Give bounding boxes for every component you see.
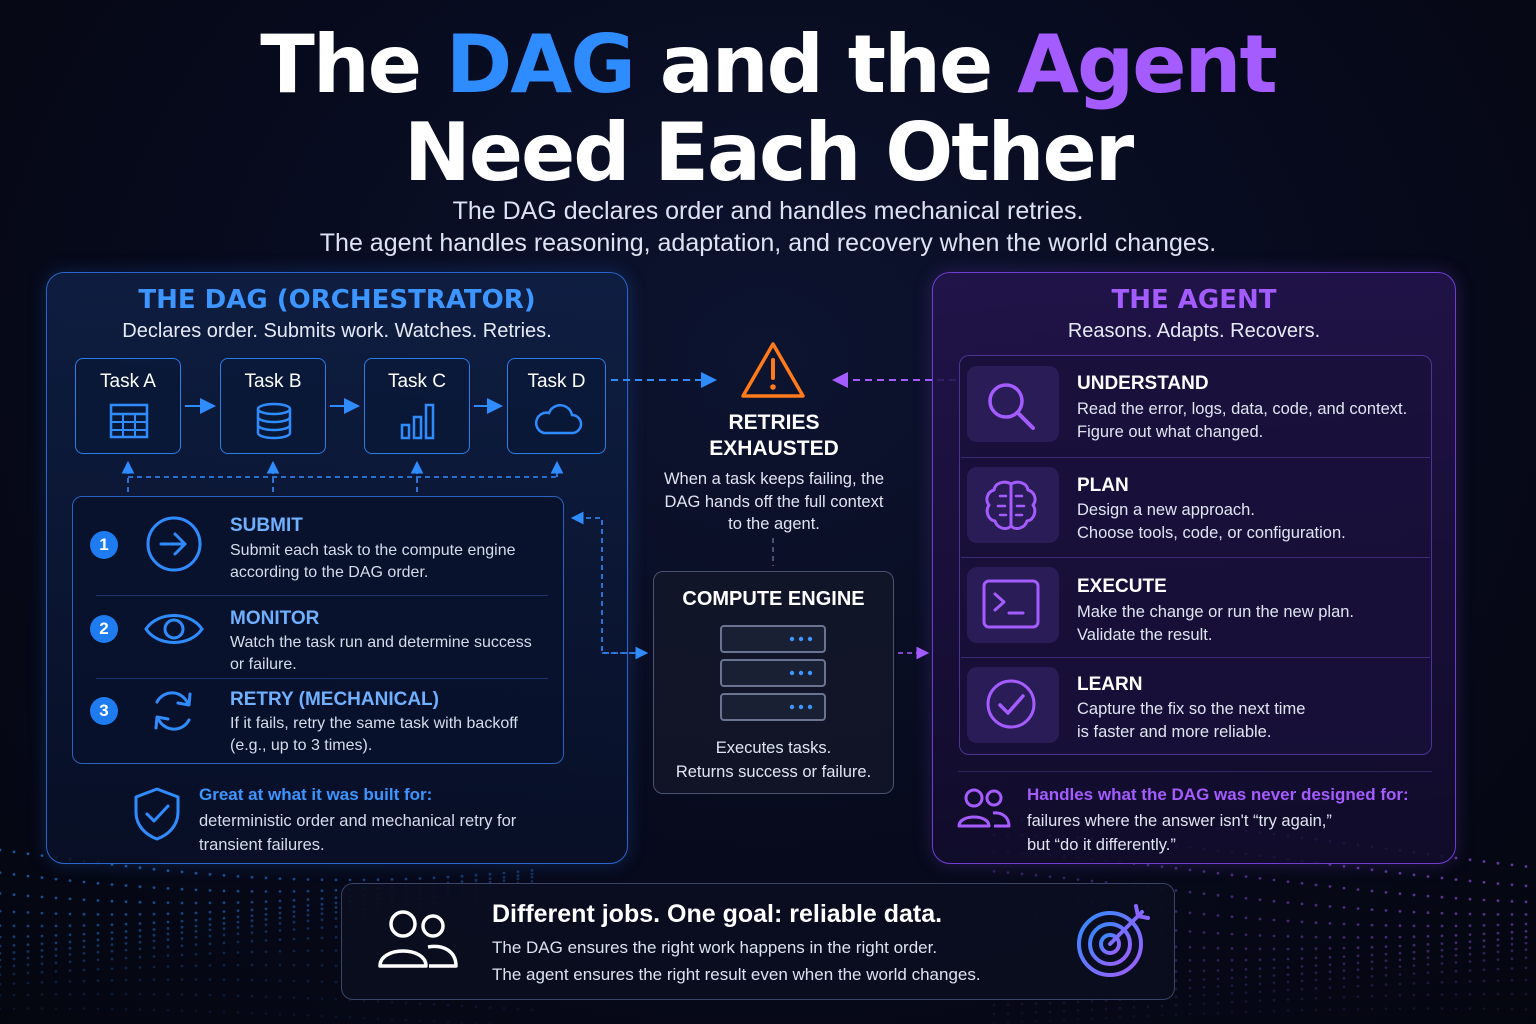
task-label: Task D: [527, 371, 586, 392]
headline-line-1: The DAG and the Agent: [0, 22, 1536, 108]
step-desc-submit: Submit each task to the compute engine a…: [230, 542, 516, 581]
task-a-card: Task A: [75, 358, 181, 454]
step-number-1: 1: [90, 531, 118, 559]
bar-chart-icon: [400, 403, 435, 440]
step-desc-retry: If it fails, retry the same task with ba…: [230, 715, 518, 754]
step-title-retry: RETRY (MECHANICAL): [230, 689, 439, 710]
retries-title-line: RETRIES: [728, 411, 820, 434]
agent-desc-line: Choose tools, code, or configuration.: [1077, 524, 1346, 542]
agent-item-title-plan: PLAN: [1077, 475, 1129, 496]
task-label: Task C: [387, 371, 447, 392]
agent-desc-line: Figure out what changed.: [1077, 423, 1264, 441]
target-icon: [1077, 904, 1150, 977]
task-d-card: Task D: [507, 358, 606, 454]
divider: [961, 557, 1430, 558]
divider: [961, 457, 1430, 458]
step-title-submit: SUBMIT: [230, 515, 303, 536]
database-icon: [256, 402, 292, 440]
agent-desc-line: Capture the fix so the next time: [1077, 700, 1306, 718]
retries-exhausted-desc: When a task keeps failing, the DAG hands…: [663, 470, 885, 533]
headline-agent-word: Agent: [1017, 18, 1278, 111]
headline-line-2: Need Each Other: [403, 106, 1134, 199]
divider: [96, 595, 548, 596]
agent-item-desc-execute: Make the change or run the new plan. Val…: [1077, 601, 1427, 647]
headline-dag-word: DAG: [445, 18, 636, 111]
conclusion-banner: [341, 883, 1175, 1000]
dag-panel-title: THE DAG (ORCHESTRATOR): [138, 285, 536, 315]
agent-item-title-understand: UNDERSTAND: [1077, 373, 1209, 394]
agent-strength-line: failures where the answer isn't “try aga…: [1027, 812, 1332, 830]
understand-icon-tile: [967, 366, 1059, 442]
agent-item-desc-learn: Capture the fix so the next time is fast…: [1077, 698, 1427, 744]
eye-icon: [144, 614, 204, 644]
engine-desc-line: Executes tasks.: [715, 739, 832, 757]
headline-text: The: [260, 18, 446, 111]
step-title-monitor: MONITOR: [230, 608, 320, 629]
banner-line-2: The agent ensures the right result even …: [492, 965, 981, 984]
plan-icon-tile: [967, 467, 1059, 543]
banner-line-1: The DAG ensures the right work happens i…: [492, 938, 938, 957]
shield-check-icon: [134, 787, 180, 841]
compute-engine-title: COMPUTE ENGINE: [682, 588, 865, 610]
cloud-icon: [535, 404, 583, 435]
dag-strength-desc: deterministic order and mechanical retry…: [199, 812, 517, 854]
arrow-right-circle-icon: [146, 516, 202, 572]
task-label: Task A: [100, 371, 156, 392]
agent-item-title-execute: EXECUTE: [1077, 576, 1167, 597]
subtitle-line-2: The agent handles reasoning, adaptation,…: [319, 229, 1217, 257]
users-icon: [957, 788, 1011, 828]
step-number-2: 2: [90, 615, 118, 643]
brain-icon: [985, 480, 1037, 530]
agent-desc-line: Make the change or run the new plan.: [1077, 603, 1355, 621]
agent-item-desc-understand: Read the error, logs, data, code, and co…: [1077, 398, 1427, 444]
subtitle-line-1: The DAG declares order and handles mecha…: [452, 197, 1084, 225]
task-label: Task B: [244, 371, 302, 392]
compute-engine-desc: Executes tasks. Returns success or failu…: [654, 736, 893, 784]
dag-panel-subtitle: Declares order. Submits work. Watches. R…: [122, 320, 552, 342]
refresh-icon: [154, 691, 192, 731]
agent-strength-title: Handles what the DAG was never designed …: [1027, 785, 1409, 804]
dag-strength-title: Great at what it was built for:: [199, 785, 433, 804]
agent-desc-line: is faster and more reliable.: [1077, 723, 1272, 741]
headline-text: and the: [633, 18, 1018, 111]
table-icon: [109, 403, 149, 439]
agent-item-desc-plan: Design a new approach. Choose tools, cod…: [1077, 499, 1427, 545]
agent-item-title-learn: LEARN: [1077, 674, 1143, 695]
agent-desc-line: Validate the result.: [1077, 626, 1213, 644]
check-circle-icon: [986, 679, 1036, 729]
task-b-card: Task B: [220, 358, 326, 454]
terminal-icon: [982, 579, 1040, 629]
engine-desc-line: Returns success or failure.: [675, 763, 872, 781]
divider: [96, 678, 548, 679]
agent-desc-line: Read the error, logs, data, code, and co…: [1077, 400, 1408, 418]
search-icon: [988, 383, 1035, 430]
agent-panel-subtitle: Reasons. Adapts. Recovers.: [1067, 320, 1321, 342]
retries-exhausted-title: RETRIES EXHAUSTED: [674, 410, 874, 462]
agent-strength-line: but “do it differently.”: [1027, 836, 1176, 854]
agent-panel-title: THE AGENT: [1111, 285, 1277, 315]
dag-steps-box: [72, 496, 564, 764]
agent-strength-desc: failures where the answer isn't “try aga…: [1027, 809, 1427, 857]
agent-desc-line: Design a new approach.: [1077, 501, 1255, 519]
team-icon: [378, 910, 458, 968]
retries-title-line: EXHAUSTED: [709, 437, 839, 460]
step-desc-monitor: Watch the task run and determine success…: [230, 634, 532, 673]
banner-title: Different jobs. One goal: reliable data.: [492, 900, 943, 928]
divider: [958, 771, 1432, 772]
step-number-3: 3: [90, 697, 118, 725]
server-icon: [720, 625, 826, 721]
divider: [961, 657, 1430, 658]
warning-icon: [741, 342, 805, 398]
task-c-card: Task C: [364, 358, 470, 454]
